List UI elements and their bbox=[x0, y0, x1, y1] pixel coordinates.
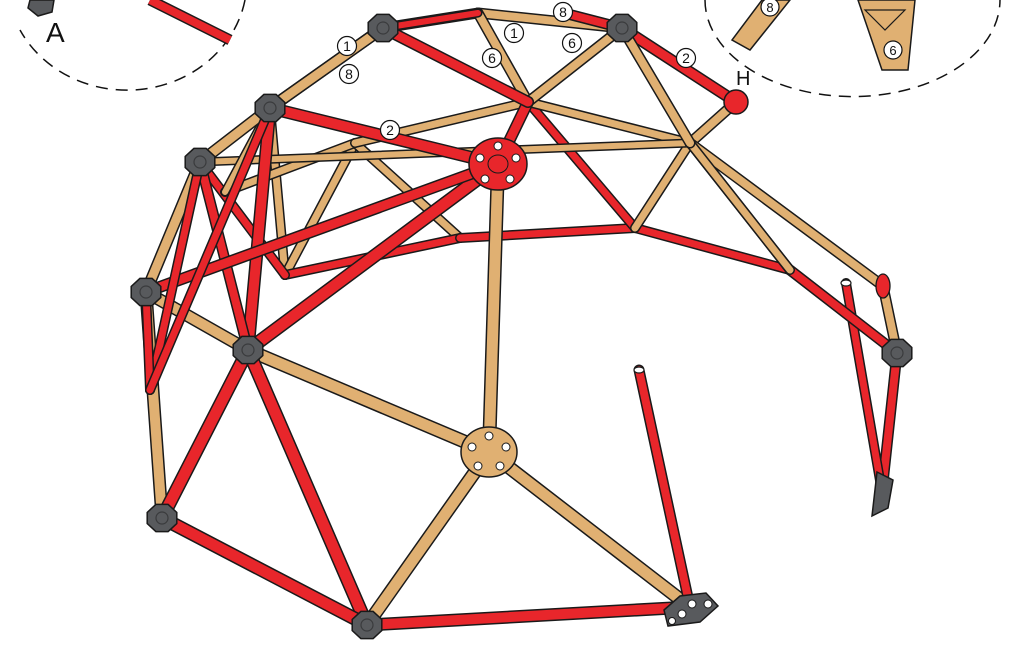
part-number-badge: 1 bbox=[336, 35, 358, 57]
red-tube bbox=[635, 366, 694, 611]
connector-bore bbox=[241, 343, 255, 357]
part-badge: 6 bbox=[883, 40, 903, 60]
part-number-badge: 6 bbox=[561, 32, 583, 54]
tan-tube bbox=[686, 139, 887, 290]
detail-circle-a: A bbox=[19, 0, 246, 91]
red-tube bbox=[242, 344, 373, 631]
tan-tube bbox=[474, 9, 532, 106]
red-tube bbox=[524, 98, 639, 232]
connector-bore bbox=[193, 155, 207, 169]
tan-tube bbox=[631, 139, 694, 232]
end-connector-icon bbox=[606, 13, 638, 43]
connector-bore bbox=[615, 21, 629, 35]
part-badge: 8 bbox=[760, 0, 780, 17]
hub-connector-icon bbox=[468, 137, 528, 191]
part-number-text: 8 bbox=[559, 4, 567, 20]
end-connector-icon bbox=[27, 0, 55, 17]
end-cap-h bbox=[723, 89, 749, 115]
tan-tube bbox=[361, 446, 495, 631]
part-number-badge: 1 bbox=[503, 22, 525, 44]
red-tube bbox=[196, 158, 289, 279]
connector-nuts bbox=[130, 13, 913, 640]
red-tube bbox=[456, 224, 639, 242]
part-number-badge: 6 bbox=[481, 47, 503, 69]
end-connector-icon bbox=[254, 93, 286, 123]
end-connector-icon bbox=[351, 610, 383, 640]
red-tube bbox=[146, 158, 204, 394]
foot-plate-icon bbox=[663, 592, 720, 627]
red-tube bbox=[243, 103, 275, 355]
end-connector-icon bbox=[184, 147, 216, 177]
connector-bore bbox=[263, 101, 277, 115]
red-tube bbox=[156, 344, 254, 524]
red-tube bbox=[146, 104, 274, 394]
tan-tube bbox=[686, 139, 794, 274]
tan-tube bbox=[524, 98, 694, 147]
tan-tube bbox=[265, 23, 388, 113]
red-tube bbox=[380, 10, 481, 31]
part-number-text: 8 bbox=[345, 66, 353, 82]
tan-tube bbox=[483, 158, 504, 458]
part-number-badge: 2 bbox=[675, 47, 697, 69]
tan-tube bbox=[221, 139, 359, 196]
end-connector-icon bbox=[881, 338, 913, 368]
red-tube bbox=[156, 512, 373, 631]
end-connector-icon bbox=[367, 13, 399, 43]
tan-tube bbox=[483, 446, 696, 613]
red-tube bbox=[631, 224, 794, 274]
part-number-text: 2 bbox=[386, 122, 394, 138]
part-number-text: 1 bbox=[510, 25, 518, 41]
detail-a-label: A bbox=[46, 17, 65, 48]
red-tube bbox=[362, 602, 695, 630]
foot-plate-icon bbox=[871, 470, 894, 518]
end-connector-icon bbox=[130, 277, 162, 307]
tan-tube bbox=[618, 24, 694, 147]
hub-connector-icon bbox=[460, 426, 518, 478]
tan-tube bbox=[242, 344, 495, 458]
red-tube bbox=[142, 288, 154, 394]
tube-end bbox=[633, 279, 852, 374]
red-tube bbox=[878, 349, 901, 496]
svg-text:6: 6 bbox=[889, 43, 896, 58]
detail-circle-right: 8 6 bbox=[704, 0, 1001, 98]
svg-text:8: 8 bbox=[766, 0, 773, 15]
connector-bore bbox=[890, 346, 904, 360]
part-number-text: 2 bbox=[682, 50, 690, 66]
frame-tubes bbox=[139, 6, 903, 632]
connector-bore bbox=[155, 511, 169, 525]
red-tube bbox=[786, 266, 901, 357]
red-tube bbox=[242, 158, 504, 356]
end-connector-icon bbox=[232, 335, 264, 365]
part-number-text: 6 bbox=[568, 35, 576, 51]
tan-tube bbox=[281, 139, 359, 279]
tan-tube bbox=[141, 287, 253, 355]
part-number-badge: 8 bbox=[338, 63, 360, 85]
red-tube bbox=[196, 158, 252, 354]
connector-bore bbox=[360, 618, 374, 632]
end-connector-icon bbox=[146, 503, 178, 533]
red-tube bbox=[378, 23, 533, 107]
end-cap bbox=[875, 273, 891, 299]
part-number-badge: 8 bbox=[552, 1, 574, 23]
connector-bore bbox=[376, 21, 390, 35]
part-number-text: 1 bbox=[343, 38, 351, 54]
callout-h-label: H bbox=[736, 68, 750, 90]
tan-tube bbox=[524, 24, 626, 106]
part-number-badge: 2 bbox=[379, 119, 401, 141]
part-number-text: 6 bbox=[488, 50, 496, 66]
connector-bore bbox=[139, 285, 153, 299]
